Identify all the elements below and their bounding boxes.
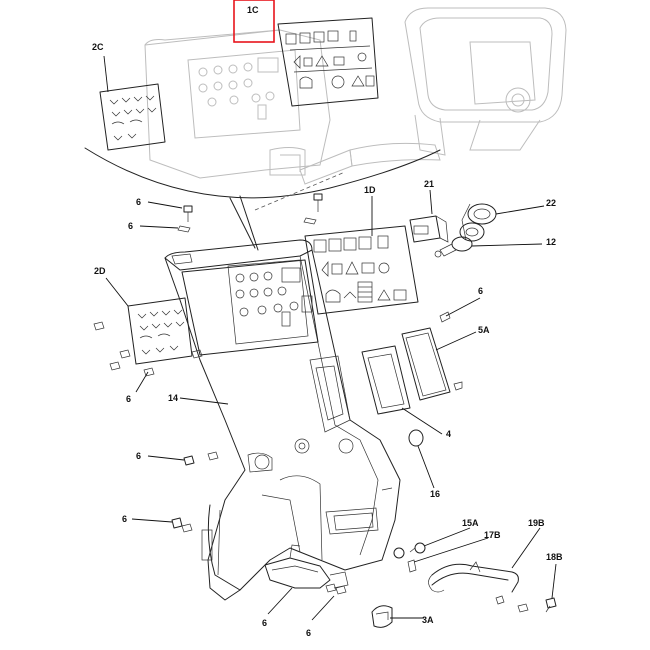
callout-14: 14 (168, 393, 178, 403)
callout-21: 21 (424, 179, 434, 189)
socket-22 (459, 203, 497, 242)
grommets-15a (393, 542, 426, 559)
fastener-2d-1 (93, 321, 105, 331)
fastener-18b-1 (545, 597, 557, 613)
callout-17b: 17B (484, 530, 501, 540)
fastener-low-2 (181, 523, 193, 533)
callout-6g: 6 (262, 618, 267, 628)
callout-2d: 2D (94, 266, 106, 276)
callout-1c: 1C (247, 5, 259, 15)
hose-19b (428, 561, 519, 593)
clip-17b (407, 559, 417, 573)
callout-1d: 1D (364, 185, 376, 195)
fastener-2d-2 (109, 361, 121, 371)
gasket-4 (361, 345, 411, 415)
fastener-18b-2 (517, 603, 529, 613)
fastener-2d-nut (191, 349, 203, 359)
fastener-top-1 (183, 205, 193, 222)
highlight-box-1c (233, 0, 275, 43)
decal-2d (127, 297, 193, 365)
inset-panel-body (144, 29, 331, 179)
fastener-top-4 (303, 217, 317, 225)
fastener-low-1 (171, 517, 183, 529)
fastener-2d-4 (119, 349, 131, 359)
callout-6e: 6 (136, 451, 141, 461)
zoom-line-right (239, 195, 259, 251)
seal-ring-16 (408, 429, 424, 447)
cover-5a (401, 327, 451, 401)
fastener-right-2 (453, 381, 463, 391)
callout-6a: 6 (136, 197, 141, 207)
callout-3a: 3A (422, 615, 434, 625)
fastener-bottom-2 (335, 585, 347, 595)
fastener-mid-2 (207, 451, 219, 461)
socket-12 (434, 236, 473, 258)
bracket-lower (264, 544, 349, 589)
decal-1d (304, 225, 419, 315)
fastener-bottom-1 (325, 583, 337, 593)
fasteners (93, 193, 557, 613)
fastener-2d-3 (143, 367, 155, 377)
fastener-mid-1 (183, 455, 195, 466)
callout-5a: 5A (478, 325, 490, 335)
callout-19b: 19B (528, 518, 545, 528)
callout-6h: 6 (306, 628, 311, 638)
cap-3a (371, 605, 393, 628)
console-housing-14 (164, 239, 401, 601)
callout-4: 4 (446, 429, 451, 439)
console-grommet (298, 442, 306, 450)
callout-6f: 6 (122, 514, 127, 524)
callout-6d: 6 (126, 394, 131, 404)
projection-line (254, 171, 346, 211)
callout-6c: 6 (478, 286, 483, 296)
inset-boundary-curve (84, 147, 441, 199)
callout-16: 16 (430, 489, 440, 499)
callout-12: 12 (546, 237, 556, 247)
callout-6b: 6 (128, 221, 133, 231)
inset-view (84, 7, 567, 199)
seat-outline (299, 7, 567, 185)
callout-22: 22 (546, 198, 556, 208)
callout-labels: 1C 2C 1D 21 22 12 6 6 2D 6 5A 6 14 4 6 1… (92, 5, 563, 638)
fastener-top-2 (313, 193, 323, 212)
inset-decal-1c (277, 17, 379, 107)
callout-15a: 15A (462, 518, 479, 528)
callout-2c: 2C (92, 42, 104, 52)
leader-lines (103, 55, 557, 621)
callout-18b: 18B (546, 552, 563, 562)
inset-decal-2c (99, 83, 166, 151)
fastener-18b-3 (495, 595, 505, 605)
zoom-line-left (229, 197, 256, 249)
connector-21 (409, 215, 449, 243)
fastener-top-3 (177, 225, 191, 233)
fastener-right-1 (439, 311, 451, 323)
